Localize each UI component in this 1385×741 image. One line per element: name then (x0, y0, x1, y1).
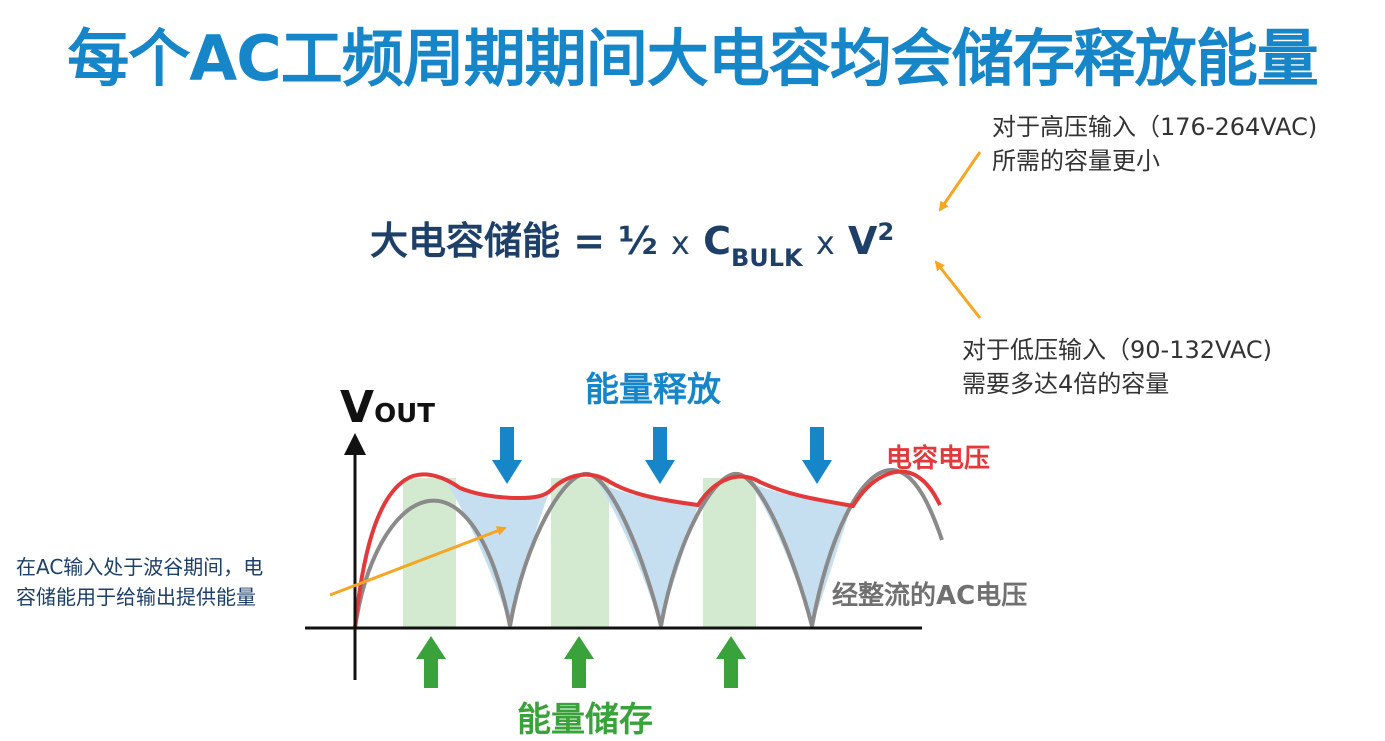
valley-note-line-2: 容储能用于给输出提供能量 (16, 585, 256, 609)
release-region-1 (446, 482, 549, 626)
valley-note-line-1: 在AC输入处于波谷期间，电 (16, 555, 264, 579)
formula-v: V (848, 219, 878, 263)
low-voltage-note-line-2: 需要多达4倍的容量 (962, 370, 1170, 398)
rectified-ac-label: 经整流的AC电压 (832, 581, 1028, 611)
low-voltage-note-line-1: 对于低压输入（90-132VAC) (962, 336, 1273, 364)
valley-note: 在AC输入处于波谷期间，电 容储能用于给输出提供能量 (16, 552, 263, 612)
y-axis-arrowhead (344, 433, 366, 455)
formula-exponent: 2 (877, 218, 895, 246)
release-arrow-3 (802, 427, 832, 484)
storage-band-2 (551, 478, 609, 628)
vout-sub: OUT (374, 399, 436, 429)
capacitor-voltage-curve (353, 469, 942, 629)
page-title: 每个AC工频周期期间大电容均会储存释放能量 (67, 22, 1319, 95)
vout-axis-label: VOUT (340, 382, 435, 433)
low-voltage-pointer-arrow (934, 260, 982, 319)
energy-formula: 大电容储能 = ½ x CBULK x V2 (370, 210, 894, 272)
storage-band-3 (703, 478, 756, 628)
formula-c-subscript: BULK (730, 244, 803, 272)
energy-storage-label: 能量储存 (517, 700, 653, 740)
storage-arrow-3 (716, 636, 746, 688)
high-voltage-pointer-arrow (938, 151, 982, 212)
valley-note-pointer-arrow (329, 526, 507, 597)
low-voltage-note: 对于低压输入（90-132VAC) 需要多达4倍的容量 (962, 333, 1272, 401)
formula-times-2: x (815, 224, 835, 262)
formula-equals: = (573, 219, 606, 263)
capacitor-voltage-label: 电容电压 (886, 444, 991, 474)
high-voltage-note: 对于高压输入（176-264VAC) 所需的容量更小 (992, 110, 1317, 178)
release-arrow-1 (492, 427, 522, 484)
storage-arrow-1 (416, 636, 446, 688)
formula-c: C (703, 219, 731, 263)
formula-half: ½ (618, 219, 658, 263)
release-arrow-2 (645, 427, 675, 484)
high-voltage-note-line-2: 所需的容量更小 (992, 147, 1160, 175)
storage-arrow-2 (564, 636, 594, 688)
energy-release-label: 能量释放 (585, 370, 721, 410)
formula-lhs: 大电容储能 (370, 219, 561, 263)
high-voltage-note-line-1: 对于高压输入（176-264VAC) (992, 113, 1318, 141)
vout-main: V (340, 382, 375, 433)
formula-times-1: x (670, 224, 690, 262)
